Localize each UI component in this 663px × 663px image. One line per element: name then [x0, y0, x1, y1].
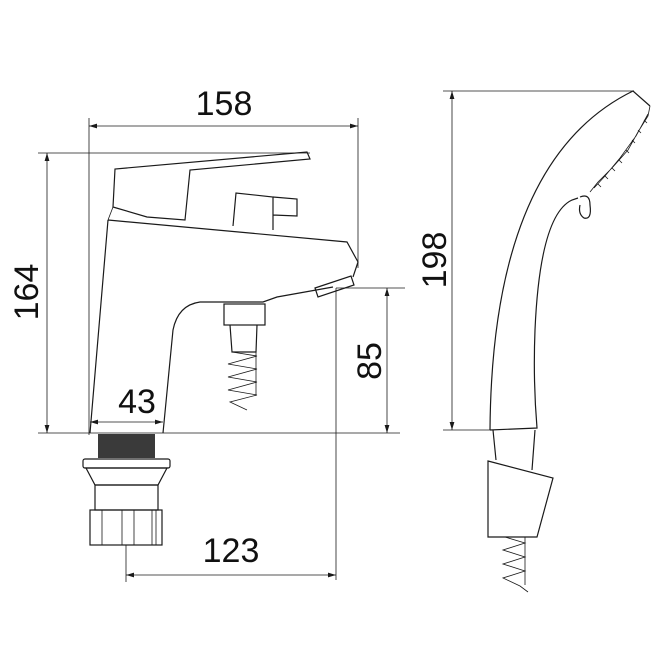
dimension-198: 198 [416, 90, 634, 431]
hand-shower [487, 90, 651, 593]
mounting-thread [98, 434, 155, 458]
dimension-158: 158 [88, 85, 359, 435]
shower-hook [578, 195, 591, 219]
shower-hose-spring [501, 536, 529, 593]
dimension-43: 43 [90, 383, 163, 425]
dimension-164: 164 [8, 152, 400, 434]
hose-connector [223, 303, 266, 326]
diverter-knob [232, 192, 298, 230]
spray-face [589, 105, 651, 193]
dimension-label-198: 198 [416, 232, 454, 289]
shower-holder [487, 460, 554, 538]
dimension-123: 123 [125, 288, 337, 582]
dimension-label-123: 123 [203, 532, 260, 570]
aerator [314, 275, 355, 298]
hose-spring [227, 351, 258, 411]
faucet-body [82, 151, 359, 546]
dimension-label-85: 85 [351, 342, 389, 380]
dimension-label-164: 164 [8, 264, 46, 321]
mounting-nut [89, 509, 163, 546]
dimension-label-43: 43 [118, 383, 156, 421]
mounting-ring [82, 458, 171, 469]
dimension-label-158: 158 [196, 85, 253, 123]
faucet-lever [112, 151, 311, 221]
dimension-85: 85 [336, 287, 405, 433]
